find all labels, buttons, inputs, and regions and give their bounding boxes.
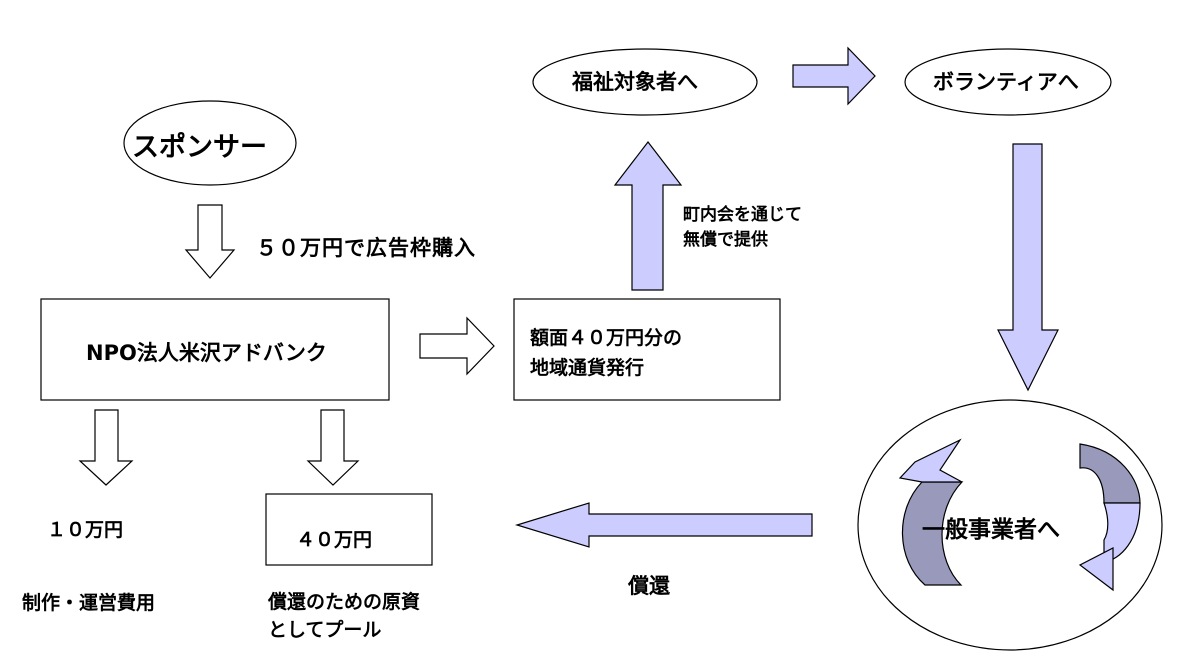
cycle-arrow-left-dark xyxy=(901,481,964,586)
arrow-fukushi-volunteer xyxy=(792,46,876,106)
arrow-issue-fukushi xyxy=(613,141,683,291)
npo-box xyxy=(40,298,390,401)
fukushi-label: 福祉対象者へ xyxy=(572,70,698,94)
arrow-npo-issue xyxy=(419,316,495,376)
seisaku-label: 制作・運営費用 xyxy=(22,592,156,614)
volunteer-ellipse xyxy=(904,48,1112,116)
pool-label: 償還のための原資 としてプール xyxy=(268,591,421,641)
arrow-npo-tenman xyxy=(78,409,134,486)
arrow-shokan xyxy=(514,502,813,548)
purchase-label: ５０万円で広告枠購入 xyxy=(256,236,476,260)
issue-box xyxy=(513,298,781,401)
ippan-label: 一般事業者へ xyxy=(922,517,1060,543)
forty-box xyxy=(265,493,433,566)
sponsor-ellipse xyxy=(123,100,297,186)
fukushi-ellipse xyxy=(532,48,758,116)
forty-label: ４０万円 xyxy=(296,529,373,551)
tenman-label: １０万円 xyxy=(47,519,124,541)
npo-label: NPO法人米沢アドバンク xyxy=(86,341,327,365)
cycle-arrow-left-head xyxy=(898,438,963,483)
chonai-label: 町内会を通じて 無償で提供 xyxy=(683,205,802,250)
issue-label: 額面４０万円分の 地域通貨発行 xyxy=(530,327,683,379)
arrow-volunteer-ippan xyxy=(997,143,1059,392)
sponsor-label: スポンサー xyxy=(132,132,267,163)
arrow-sponsor-npo xyxy=(184,204,236,279)
arrow-npo-forty xyxy=(306,409,360,486)
cycle-arrow-right-head xyxy=(1078,547,1114,592)
shokan-label: 償還 xyxy=(628,574,670,598)
volunteer-label: ボランティアへ xyxy=(933,70,1079,94)
